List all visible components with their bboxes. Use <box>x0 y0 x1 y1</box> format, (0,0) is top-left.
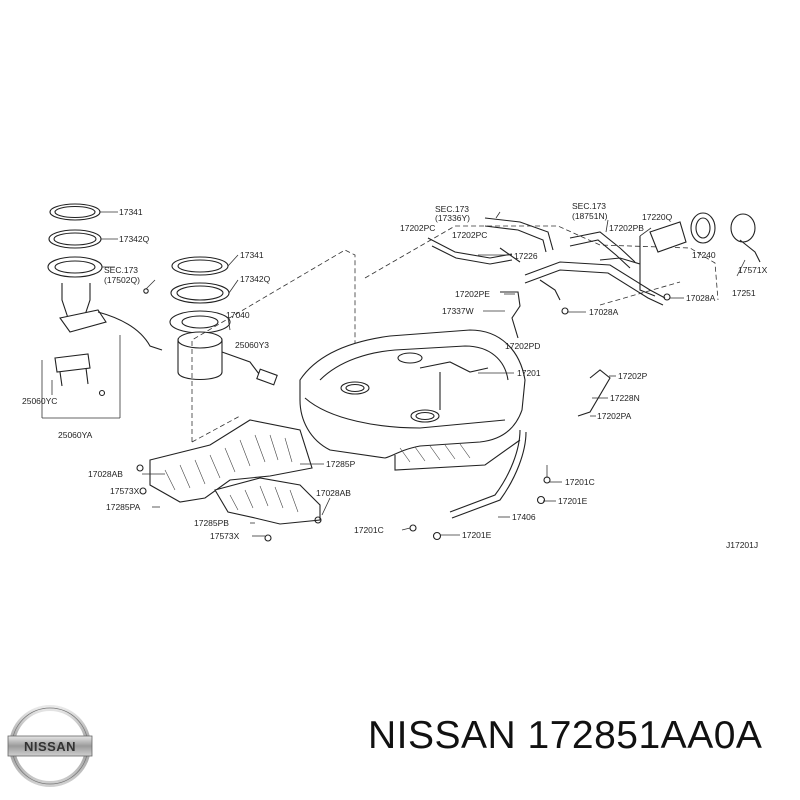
label-17285pb: 17285PB <box>194 518 229 528</box>
label-17220q: 17220Q <box>642 212 673 222</box>
label-17240: 17240 <box>692 250 716 260</box>
label-17341-b: 17341 <box>240 250 264 260</box>
dashed-guide-left <box>191 249 356 442</box>
pump-rings-left <box>41 203 163 419</box>
part-number-caption: NISSAN 172851AA0A <box>368 714 763 757</box>
label-17028ab-b: 17028AB <box>316 488 351 498</box>
label-25060ya: 25060YA <box>58 430 93 440</box>
label-17573x-a: 17573X <box>110 486 140 496</box>
label-17028a-b: 17028A <box>686 293 716 303</box>
label-17202pc-b: 17202PC <box>452 230 487 240</box>
label-sec173-17336y-1: SEC.173 <box>435 204 469 214</box>
label-17337w: 17337W <box>442 306 474 316</box>
label-17285p: 17285P <box>326 459 356 469</box>
label-17028ab-a: 17028AB <box>88 469 123 479</box>
leader-lines <box>142 211 746 537</box>
label-sec173-17336y-2: (17336Y) <box>435 213 470 223</box>
label-17573x-b: 17573X <box>210 531 240 541</box>
label-17342q-b: 17342Q <box>240 274 271 284</box>
label-17571x: 17571X <box>738 265 768 275</box>
label-17201e-a: 17201E <box>558 496 588 506</box>
label-17028a-a: 17028A <box>589 307 619 317</box>
label-17228n: 17228N <box>610 393 640 403</box>
dashed-guide-right <box>364 225 719 301</box>
label-17342q-a: 17342Q <box>119 234 150 244</box>
diagram-code: J17201J <box>726 540 758 550</box>
label-17202pb: 17202PB <box>609 223 644 233</box>
label-sec173-17502q-1: SEC.173 <box>104 265 138 275</box>
fuel-pump-assembly <box>143 254 278 386</box>
label-sec173-18751n-1: SEC.173 <box>572 201 606 211</box>
label-17341-a: 17341 <box>119 207 143 217</box>
fuel-tank <box>299 329 526 471</box>
label-17202pc-a: 17202PC <box>400 223 435 233</box>
heat-shields <box>136 419 322 542</box>
label-25060yc: 25060YC <box>22 396 57 406</box>
label-17226: 17226 <box>514 251 538 261</box>
label-17201: 17201 <box>517 368 541 378</box>
tank-straps <box>409 465 551 541</box>
label-17251: 17251 <box>732 288 756 298</box>
callout-labels: 17341 17342Q SEC.173 (17502Q) 17341 1734… <box>22 201 768 550</box>
label-17202pd: 17202PD <box>505 341 540 351</box>
label-sec173-17502q-2: (17502Q) <box>104 275 140 285</box>
label-17201c-a: 17201C <box>565 477 595 487</box>
label-sec173-18751n-2: (18751N) <box>572 211 608 221</box>
label-17202pe: 17202PE <box>455 289 490 299</box>
label-17406: 17406 <box>512 512 536 522</box>
logo-wordmark: NISSAN <box>24 739 76 754</box>
label-17285pa: 17285PA <box>106 502 141 512</box>
label-17202p: 17202P <box>618 371 648 381</box>
label-17201c-b: 17201C <box>354 525 384 535</box>
label-17201e-b: 17201E <box>462 530 492 540</box>
nissan-logo: NISSAN <box>7 705 93 787</box>
label-17202pa: 17202PA <box>597 411 632 421</box>
label-25060y3: 25060Y3 <box>235 340 269 350</box>
label-17040: 17040 <box>226 310 250 320</box>
